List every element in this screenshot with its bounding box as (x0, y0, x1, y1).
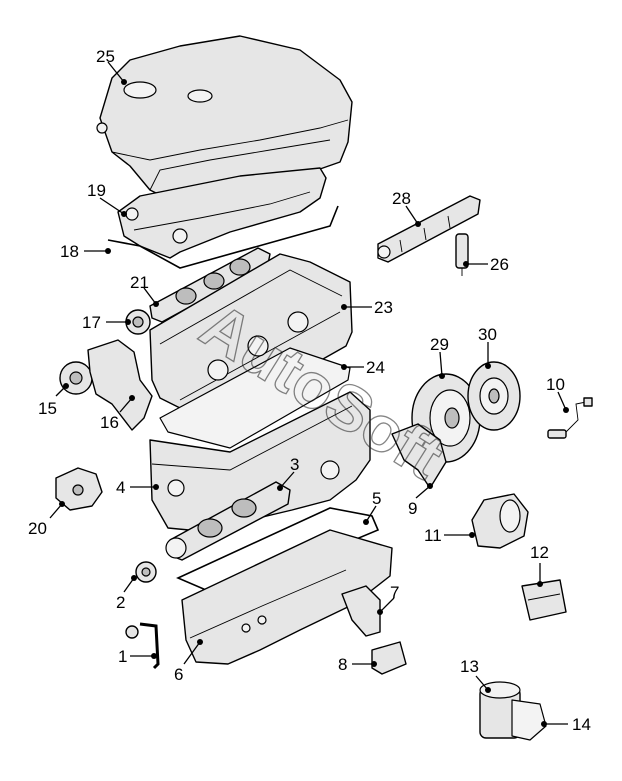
callout-23: 23 (374, 298, 393, 317)
callout-5: 5 (372, 489, 381, 508)
control-module (521, 579, 567, 621)
camshaft (149, 247, 271, 323)
crankshaft (165, 481, 291, 561)
callout-25: 25 (96, 47, 115, 66)
callout-7: 7 (390, 583, 399, 602)
callout-17: 17 (82, 313, 101, 332)
engine-mount-bracket (391, 423, 447, 489)
callout-28: 28 (392, 189, 411, 208)
callout-leaders (49, 61, 569, 727)
callout-4: 4 (116, 478, 125, 497)
callout-29: 29 (430, 335, 449, 354)
callout-13: 13 (460, 657, 479, 676)
water-pump (55, 467, 103, 511)
valve-cover (117, 167, 327, 259)
callout-3: 3 (290, 455, 299, 474)
filter-canister (479, 681, 521, 739)
callout-6: 6 (174, 665, 183, 684)
callout-18: 18 (60, 242, 79, 261)
clutch-disc (467, 361, 521, 431)
callout-20: 20 (28, 519, 47, 538)
crankshaft-sprocket (135, 561, 157, 583)
callout-16: 16 (100, 413, 119, 432)
callout-24: 24 (366, 358, 385, 377)
flywheel (411, 373, 481, 463)
callout-14: 14 (572, 715, 591, 734)
sensor-with-wire (547, 397, 593, 439)
fuel-rail (377, 195, 481, 263)
bolt-and-hose (125, 622, 160, 670)
timing-pulley (59, 361, 93, 395)
small-mount (371, 641, 407, 675)
callout-15: 15 (38, 399, 57, 418)
callout-10: 10 (546, 375, 565, 394)
callout-30: 30 (478, 325, 497, 344)
callout-21: 21 (130, 273, 149, 292)
valve-cover-gasket (107, 205, 339, 269)
callout-9: 9 (408, 499, 417, 518)
callout-12: 12 (530, 543, 549, 562)
starter-motor (471, 493, 529, 549)
engine-block (149, 391, 371, 533)
callout-8: 8 (338, 655, 347, 674)
oil-pan (181, 529, 393, 665)
callout-11: 11 (424, 526, 442, 545)
head-gasket (159, 347, 351, 449)
callout-2: 2 (116, 593, 125, 612)
cylinder-head (149, 253, 353, 421)
filter-clamp (511, 699, 547, 741)
injector (455, 233, 469, 276)
engine-cover (96, 35, 353, 201)
bracket (341, 585, 381, 637)
callout-26: 26 (490, 255, 509, 274)
timing-cover (87, 339, 153, 431)
callout-19: 19 (87, 181, 106, 200)
callout-1: 1 (118, 647, 127, 666)
